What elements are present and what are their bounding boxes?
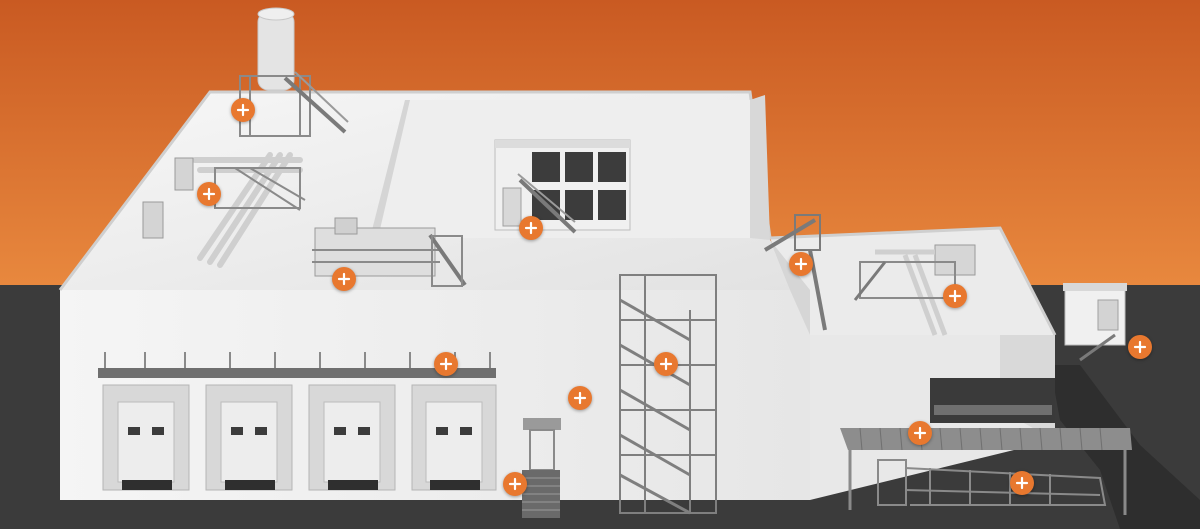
plus-icon xyxy=(794,257,808,271)
plus-icon xyxy=(508,477,522,491)
hotspot-rooftop-office-stair[interactable] xyxy=(519,216,543,240)
hotspot-conveyor-canopy[interactable] xyxy=(908,421,932,445)
hotspot-dock-canopy[interactable] xyxy=(434,352,458,376)
hotspot-upper-roof-stair[interactable] xyxy=(789,252,813,276)
hotspot-roof-equipment-platform[interactable] xyxy=(332,267,356,291)
hotspot-tower-stair[interactable] xyxy=(654,352,678,376)
plus-icon xyxy=(573,391,587,405)
plus-icon xyxy=(236,103,250,117)
hotspot-pipe-crossover[interactable] xyxy=(197,182,221,206)
plus-icon xyxy=(1015,476,1029,490)
plus-icon xyxy=(439,357,453,371)
hotspot-entrance-stair[interactable] xyxy=(503,472,527,496)
hotspot-access-ramp[interactable] xyxy=(1010,471,1034,495)
plus-icon xyxy=(913,426,927,440)
hotspot-tank-platform[interactable] xyxy=(231,98,255,122)
roof-unit-a xyxy=(174,157,194,191)
roof-unit-b xyxy=(142,201,164,239)
plus-icon xyxy=(659,357,673,371)
plus-icon xyxy=(1133,340,1147,354)
conveyor-opening xyxy=(930,378,1055,423)
plus-icon xyxy=(524,221,538,235)
rooftop-office xyxy=(494,139,631,234)
hotspot-guard-booth[interactable] xyxy=(1128,335,1152,359)
hotspot-hvac-crossover[interactable] xyxy=(943,284,967,308)
roof-equipment xyxy=(312,217,467,287)
entrance-stair xyxy=(522,418,561,518)
plus-icon xyxy=(948,289,962,303)
guard-booth xyxy=(1063,283,1127,362)
plus-icon xyxy=(202,187,216,201)
ramp xyxy=(877,459,1107,506)
hotspot-wall-ladder[interactable] xyxy=(568,386,592,410)
plus-icon xyxy=(337,272,351,286)
hvac-units xyxy=(853,244,976,336)
dock-doors xyxy=(102,384,497,491)
